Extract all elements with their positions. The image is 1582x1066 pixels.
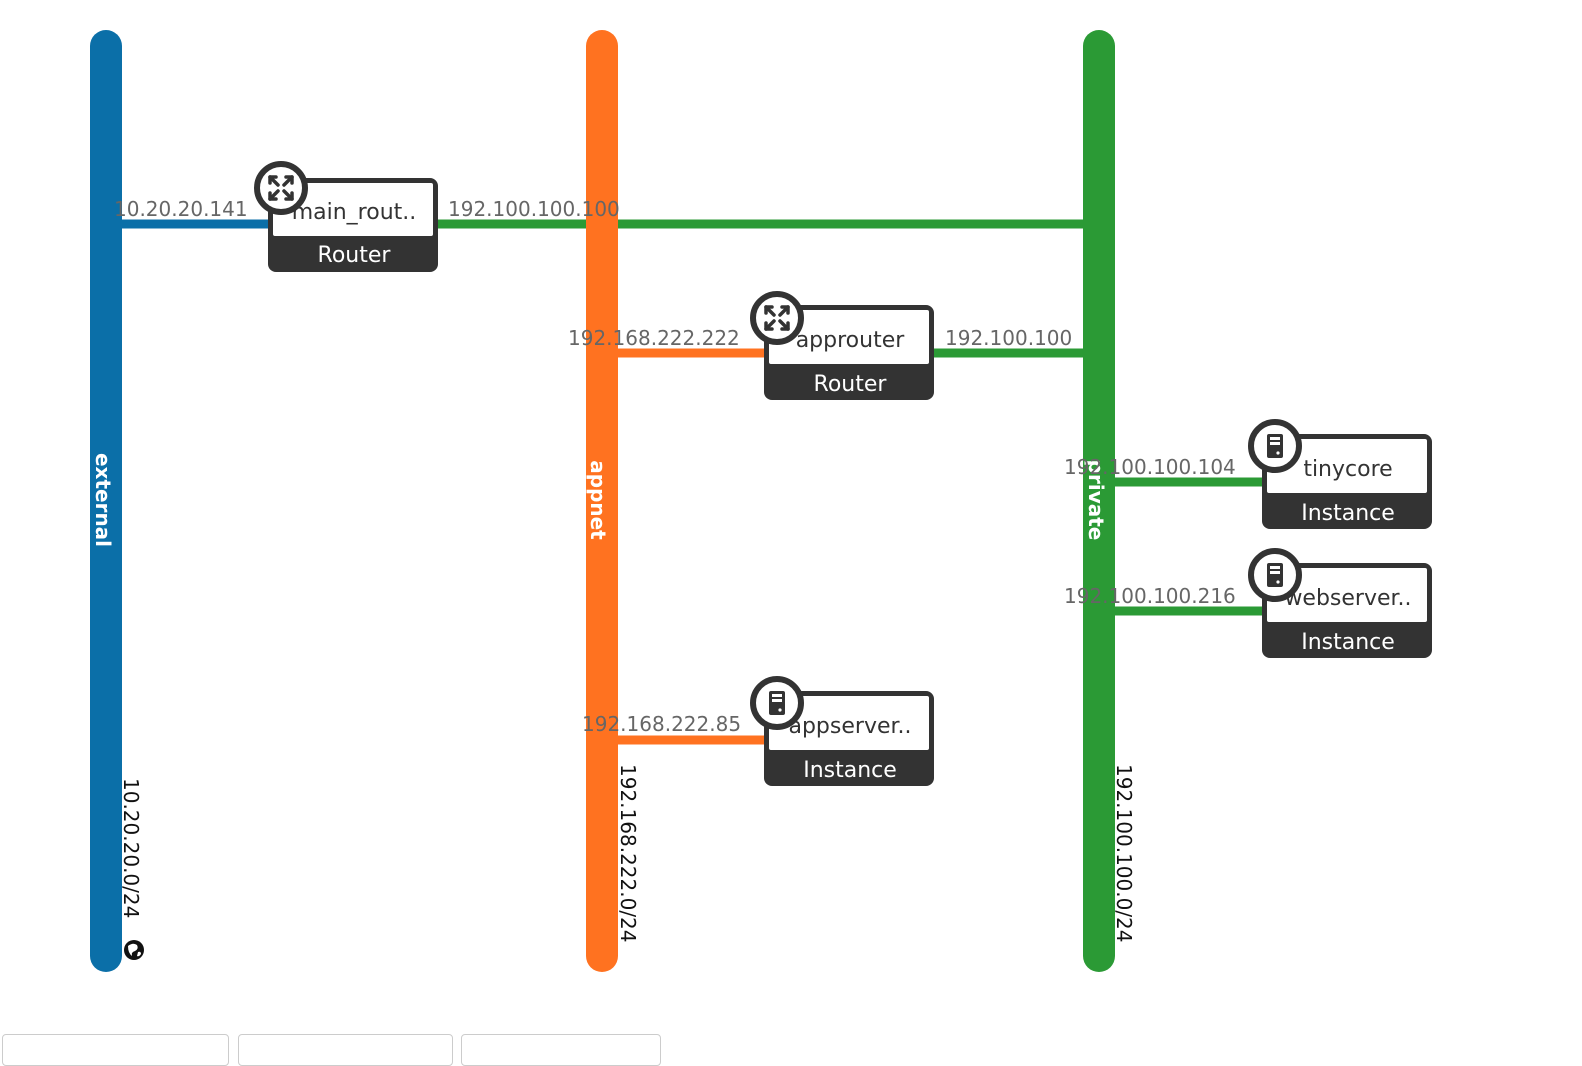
ip-approuter-appnet: 192.168.222.222 <box>568 326 740 350</box>
node-type: Instance <box>1301 501 1395 526</box>
ip-main-router-private: 192.100.100.100 <box>448 197 620 221</box>
network-private[interactable]: private 192.100.100.0/24 <box>1083 30 1136 972</box>
network-label-private: private <box>1084 460 1108 541</box>
node-name-box <box>273 183 433 236</box>
bottom-tab-1[interactable] <box>2 1034 229 1066</box>
router-icon <box>254 161 308 215</box>
server-icon <box>1248 419 1302 473</box>
node-main-router[interactable]: main_rout.. Router <box>254 161 438 272</box>
ip-labels: 10.20.20.141 192.100.100.100 192.168.222… <box>114 197 1236 736</box>
node-approuter[interactable]: approuter Router <box>750 291 934 400</box>
node-webserver[interactable]: webserver.. Instance <box>1248 548 1432 658</box>
node-type: Router <box>318 243 392 268</box>
node-name: tinycore <box>1303 457 1392 482</box>
node-type: Instance <box>1301 630 1395 655</box>
network-appnet[interactable]: appnet 192.168.222.0/24 <box>586 30 640 972</box>
bottom-tab-2[interactable] <box>238 1034 453 1066</box>
node-name: webserver.. <box>1284 586 1411 611</box>
ip-tinycore-private: 192.100.100.104 <box>1064 455 1236 479</box>
node-type: Router <box>814 372 888 397</box>
node-name: appserver.. <box>788 714 911 739</box>
node-name-box <box>769 310 929 364</box>
ip-approuter-private: 192.100.100 <box>945 326 1072 350</box>
node-name: main_rout.. <box>292 200 417 225</box>
node-name-box <box>769 696 929 750</box>
node-name-box <box>1267 568 1427 622</box>
network-external[interactable]: external 10.20.20.0/24 <box>90 30 144 972</box>
network-cidr-external: 10.20.20.0/24 <box>119 778 143 918</box>
ip-appserver-appnet: 192.168.222.85 <box>582 712 741 736</box>
node-name-box <box>1267 439 1427 493</box>
server-icon <box>1248 548 1302 602</box>
node-name: approuter <box>796 328 906 353</box>
ip-main-router-external: 10.20.20.141 <box>114 197 248 221</box>
node-tinycore[interactable]: tinycore Instance <box>1248 419 1432 529</box>
network-label-external: external <box>91 453 115 547</box>
ip-webserver-private: 192.100.100.216 <box>1064 584 1236 608</box>
network-cidr-private: 192.100.100.0/24 <box>1112 764 1136 943</box>
globe-icon <box>124 940 144 960</box>
links <box>106 219 1266 745</box>
network-cidr-appnet: 192.168.222.0/24 <box>616 764 640 943</box>
node-appserver[interactable]: appserver.. Instance <box>750 676 934 786</box>
router-icon <box>750 291 804 345</box>
node-type: Instance <box>803 758 897 783</box>
server-icon <box>750 676 804 730</box>
bottom-tab-3[interactable] <box>461 1034 661 1066</box>
network-label-appnet: appnet <box>586 460 610 540</box>
